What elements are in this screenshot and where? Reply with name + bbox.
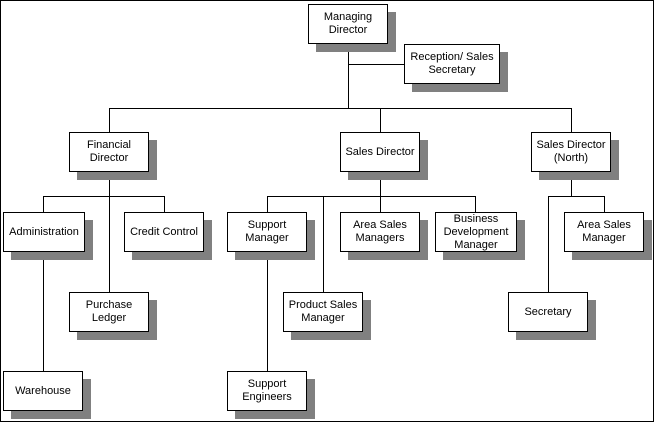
node-sales-director-north: Sales Director (North)	[531, 132, 611, 172]
node-area-sales-managers: Area Sales Managers	[340, 212, 420, 252]
node-warehouse: Warehouse	[3, 371, 83, 411]
node-managing-director: Managing Director	[308, 4, 388, 44]
node-support-engineers: Support Engineers	[227, 371, 307, 411]
node-credit-control: Credit Control	[124, 212, 204, 252]
node-reception-sales-secretary: Reception/ Sales Secretary	[404, 44, 500, 84]
node-area-sales-manager: Area Sales Manager	[564, 212, 644, 252]
node-support-manager: Support Manager	[227, 212, 307, 252]
node-secretary: Secretary	[508, 292, 588, 332]
node-purchase-ledger: Purchase Ledger	[69, 292, 149, 332]
node-product-sales-manager: Product Sales Manager	[283, 292, 363, 332]
node-sales-director: Sales Director	[340, 132, 420, 172]
node-business-development-manager: Business Development Manager	[435, 212, 517, 252]
node-financial-director: Financial Director	[69, 132, 149, 172]
node-administration: Administration	[3, 212, 85, 252]
